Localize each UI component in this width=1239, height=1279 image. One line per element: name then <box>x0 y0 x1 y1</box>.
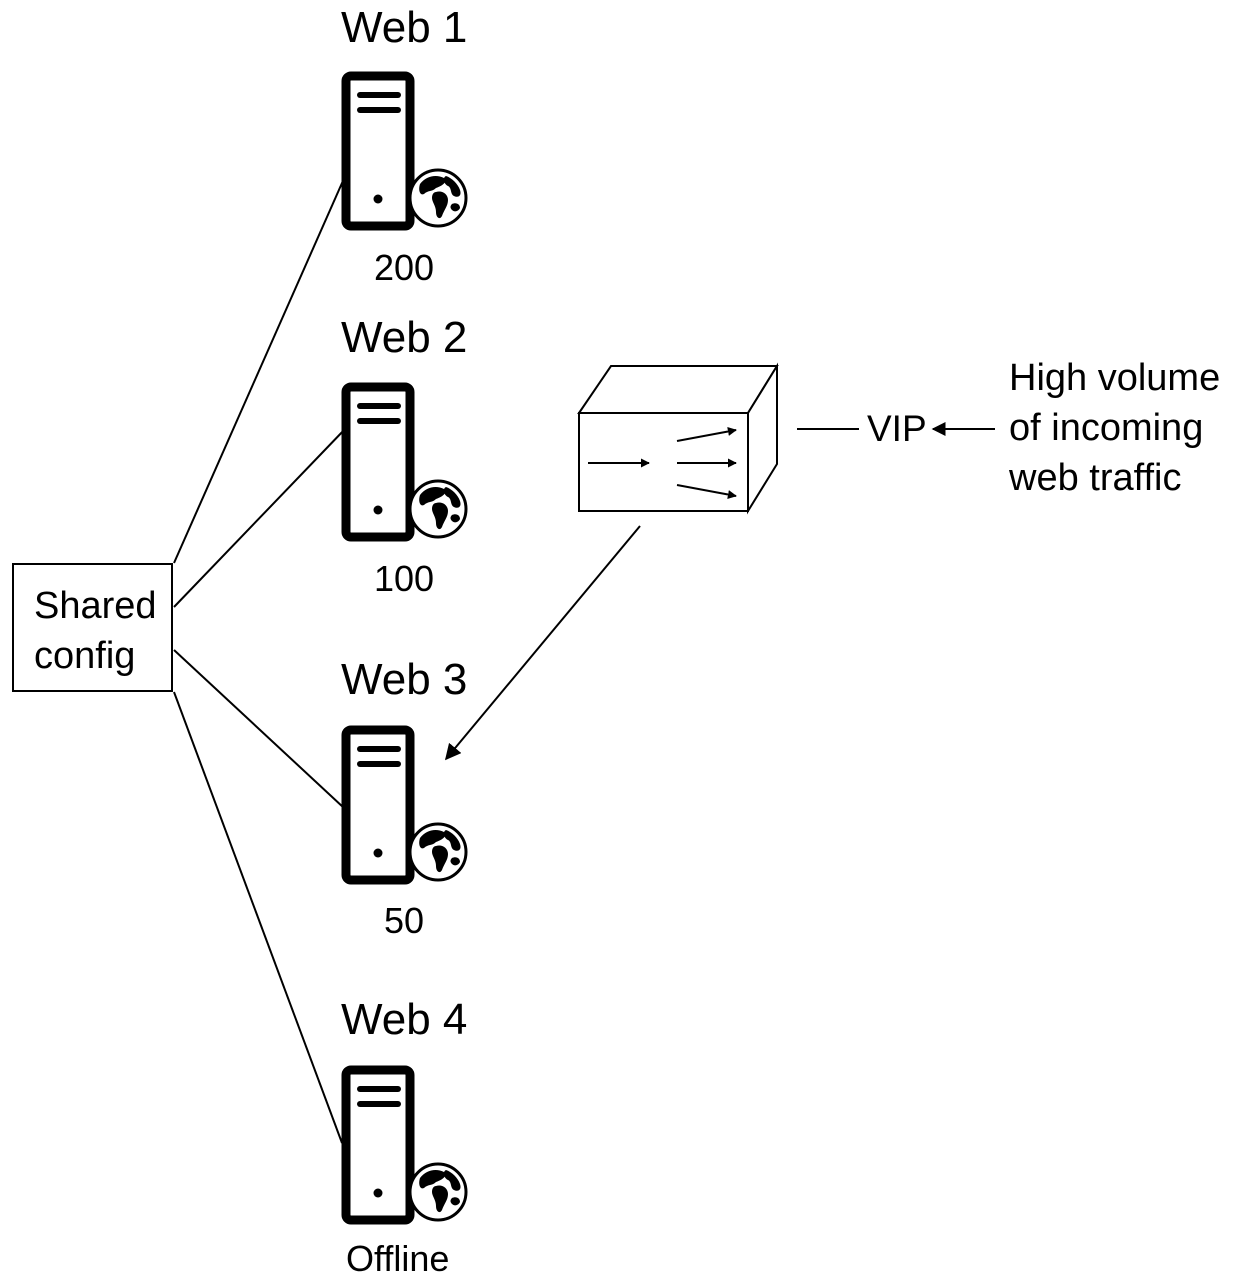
shared-config-line1: Shared <box>34 585 157 627</box>
server-web1 <box>346 76 466 226</box>
route-to-web3-arrow <box>444 525 641 761</box>
server-title-web4: Web 4 <box>341 995 468 1044</box>
server-web2 <box>346 387 466 537</box>
server-status-web4: Offline <box>346 1238 450 1279</box>
traffic-line2: of incoming <box>1009 407 1204 449</box>
server-web3 <box>346 730 466 880</box>
connector-web1 <box>173 173 347 564</box>
config-connectors <box>173 173 347 1144</box>
server-status-web1: 200 <box>374 247 435 288</box>
traffic-description: High volume of incoming web traffic <box>1009 353 1220 503</box>
server-title-web1: Web 1 <box>341 3 468 52</box>
shared-config-label: Shared config <box>34 581 157 681</box>
vip-label: VIP <box>867 408 927 449</box>
shared-config-box: Shared config <box>12 563 173 692</box>
server-title-web3: Web 3 <box>341 655 468 704</box>
server-status-web2: 100 <box>374 558 435 599</box>
load-balancer-icon <box>577 362 779 515</box>
connector-web2 <box>173 427 347 608</box>
server-web4 <box>346 1070 466 1220</box>
connector-web3 <box>173 649 345 809</box>
traffic-line1: High volume <box>1009 357 1221 399</box>
traffic-line3: web traffic <box>1009 457 1182 499</box>
server-status-web3: 50 <box>384 900 425 941</box>
server-title-web2: Web 2 <box>341 313 468 362</box>
connector-web4 <box>173 691 343 1144</box>
shared-config-line2: config <box>34 635 136 677</box>
